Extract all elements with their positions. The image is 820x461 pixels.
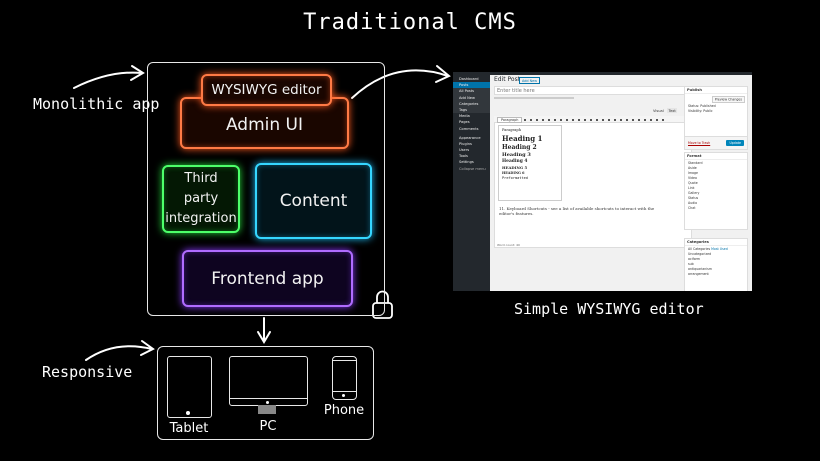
label-simple-editor: Simple WYSIWYG editor <box>514 300 704 318</box>
format-option[interactable]: Paragraph <box>502 128 522 132</box>
sidebar-item[interactable]: Tags <box>453 106 490 114</box>
format-box: Format Standard Aside Image Video Quote … <box>684 152 748 230</box>
add-new-button[interactable]: Add New <box>519 77 541 84</box>
sidebar-item[interactable]: All Posts <box>453 88 490 95</box>
monolith-frame <box>147 62 385 316</box>
arrow-monolithic <box>73 71 143 89</box>
frontend-app-box: Frontend app <box>182 250 353 307</box>
category-checkbox[interactable]: aciform <box>688 256 701 261</box>
label-monolithic: Monolithic app <box>33 95 160 113</box>
content-box: Content <box>255 163 372 239</box>
pc-stand <box>258 405 276 414</box>
title-input[interactable]: Enter title here <box>494 86 690 95</box>
visibility-line: Visibility: Public <box>688 108 713 113</box>
tablet-label: Tablet <box>169 421 209 436</box>
all-categories-tab[interactable]: All Categories <box>688 246 711 251</box>
category-checkbox[interactable]: antiquarianism <box>688 266 712 271</box>
format-option[interactable]: Heading 2 <box>502 144 537 151</box>
categories-heading: Categories <box>685 239 747 246</box>
lock-icon <box>372 290 393 319</box>
sidebar-item[interactable]: Comments <box>459 126 479 131</box>
format-radio[interactable]: Aside <box>688 165 697 170</box>
wysiwyg-editor-box: WYSIWYG editor <box>201 74 332 106</box>
sidebar-item[interactable]: Users <box>459 148 470 153</box>
toolbar-buttons <box>524 118 664 121</box>
sidebar-item[interactable]: Categories <box>453 100 490 107</box>
text-tab[interactable]: Text <box>667 108 678 113</box>
format-radio[interactable]: Chat <box>688 205 696 210</box>
categories-box: Categories All Categories Most Used Unca… <box>684 238 748 291</box>
devices-frame <box>157 346 374 440</box>
format-select[interactable]: Paragraph <box>497 117 523 124</box>
sidebar-item[interactable]: Pages <box>459 120 470 125</box>
label-responsive: Responsive <box>42 363 133 381</box>
pc-icon <box>229 356 308 406</box>
category-checkbox[interactable]: Uncategorized <box>688 251 712 256</box>
sidebar-item[interactable]: Collapse menu <box>459 166 486 171</box>
sidebar-item[interactable]: Add New <box>453 94 490 101</box>
diagram-title: Traditional CMS <box>303 10 517 35</box>
format-option[interactable]: Heading 3 <box>502 152 531 158</box>
format-option[interactable]: HEADING 5 <box>502 165 528 170</box>
edit-post-heading: Edit Post <box>494 76 521 83</box>
format-option[interactable]: Preformatted <box>502 176 528 180</box>
word-count: Word count: 40 <box>497 243 520 247</box>
permalink-line <box>494 97 574 99</box>
format-radio[interactable]: Video <box>688 175 697 180</box>
arrow-to-editor <box>351 69 449 99</box>
format-radio[interactable]: Standard <box>688 160 703 165</box>
tablet-icon <box>167 356 212 418</box>
sidebar-item[interactable]: Tools <box>459 154 468 159</box>
format-option[interactable]: Heading 1 <box>502 134 543 143</box>
publish-heading: Publish <box>685 87 747 94</box>
format-radio[interactable]: Image <box>688 170 698 175</box>
sidebar-item[interactable]: Dashboard <box>459 77 479 81</box>
format-radio[interactable]: Quote <box>688 180 698 185</box>
wysiwyg-editor-screenshot: Dashboard Posts All Posts Add New Catego… <box>453 72 752 291</box>
arrow-responsive <box>85 345 153 361</box>
move-to-trash-link[interactable]: Move to Trash <box>688 141 711 145</box>
editor-toolbar: Paragraph <box>494 116 690 124</box>
format-radio[interactable]: Link <box>688 185 695 190</box>
editor-text: 11. Keyboard Shortcuts - see a list of a… <box>499 206 655 216</box>
admin-sidebar: Dashboard Posts All Posts Add New Catego… <box>453 72 490 291</box>
category-checkbox[interactable]: sub <box>688 261 694 266</box>
sidebar-item[interactable]: Appearance <box>459 135 481 140</box>
phone-icon <box>332 356 357 400</box>
preview-changes-button[interactable]: Preview Changes <box>711 95 745 103</box>
format-option[interactable]: Heading 4 <box>502 159 528 164</box>
sidebar-item[interactable]: Media <box>459 114 470 119</box>
publish-box: Publish Preview Changes Status: Publishe… <box>684 86 748 150</box>
update-button[interactable]: Update <box>726 140 744 146</box>
format-dropdown: Paragraph Heading 1 Heading 2 Heading 3 … <box>498 125 562 201</box>
admin-bar <box>453 72 752 75</box>
status-line: Status: Published <box>688 103 716 108</box>
pc-label: PC <box>259 419 277 434</box>
sidebar-item[interactable]: Settings <box>459 160 474 165</box>
category-checkbox[interactable]: arrangement <box>688 271 709 276</box>
sidebar-item[interactable]: Posts <box>453 82 490 89</box>
format-option[interactable]: HEADING 6 <box>502 171 525 175</box>
format-radio[interactable]: Status <box>688 195 699 200</box>
third-party-box: Third party integration <box>162 165 240 233</box>
sidebar-item[interactable]: Plugins <box>459 141 472 146</box>
most-used-tab[interactable]: Most Used <box>711 246 728 251</box>
phone-label: Phone <box>323 403 365 418</box>
format-heading: Format <box>685 153 747 160</box>
format-radio[interactable]: Gallery <box>688 190 700 195</box>
format-radio[interactable]: Audio <box>688 200 698 205</box>
visual-tab[interactable]: Visual <box>653 109 664 113</box>
